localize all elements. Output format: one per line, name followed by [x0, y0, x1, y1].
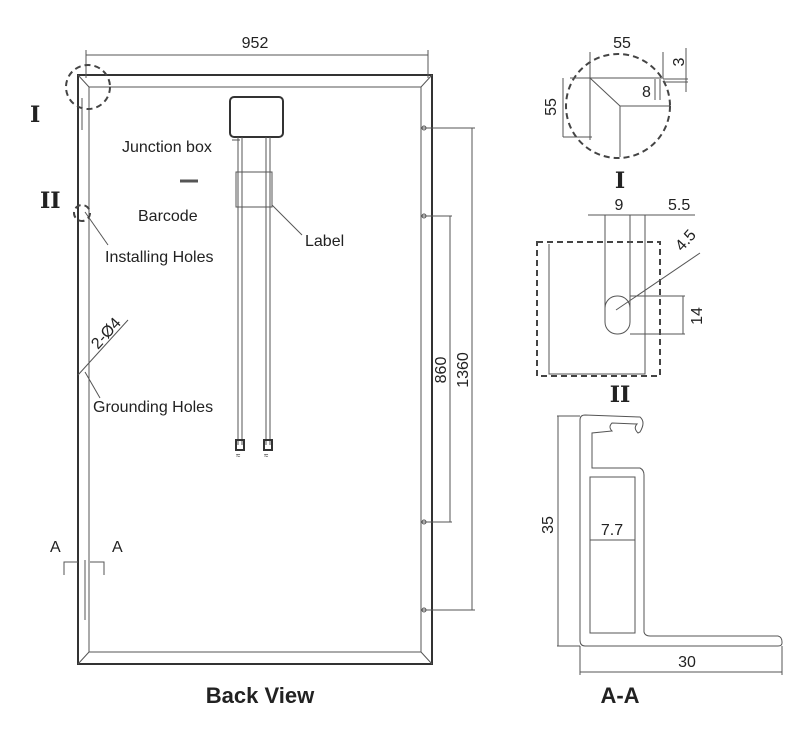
section-dim-width: 30	[678, 654, 696, 671]
section-aa-title: A-A	[600, 683, 639, 708]
back-view-title: Back View	[206, 683, 315, 708]
mounting-hole-dimensions: 860 1360	[421, 125, 475, 613]
panel-inner-frame	[88, 86, 422, 653]
detail-i-circle	[65, 64, 111, 110]
detail-i-title: I	[615, 168, 625, 194]
grounding-holes-label: Grounding Holes	[93, 399, 213, 416]
dim-1360-text: 1360	[455, 352, 472, 388]
section-a-left: A	[50, 539, 61, 556]
junction-box	[229, 96, 284, 138]
detail-i: 55 55 3 8 I	[543, 35, 688, 194]
barcode-label: Barcode	[138, 208, 198, 225]
back-view: 952 860 1360 ≈≈	[30, 35, 475, 708]
detail-ii-dim-14: 14	[689, 307, 706, 325]
cables: ≈≈	[235, 137, 273, 460]
frame-profile	[579, 414, 783, 647]
svg-text:≈: ≈	[264, 451, 269, 460]
detail-ii-circle	[73, 204, 91, 222]
section-a-right: A	[112, 539, 123, 556]
cable-label	[235, 171, 273, 208]
svg-text:≈: ≈	[236, 451, 241, 460]
width-dim-text: 952	[242, 35, 269, 52]
detail-i-dim-left: 55	[543, 98, 560, 116]
dim-860-text: 860	[433, 357, 450, 384]
label-label: Label	[305, 233, 344, 250]
section-a-markers: A A	[50, 539, 123, 620]
panel-outer-frame	[77, 74, 433, 665]
section-dim-height: 35	[540, 516, 557, 534]
detail-i-dim-3: 3	[671, 57, 688, 66]
width-dimension: 952	[85, 35, 429, 78]
detail-ii: 9 5.5 4.5 14 II	[536, 197, 706, 408]
section-dim-inner: 7.7	[601, 522, 623, 539]
detail-i-marker: I	[30, 102, 40, 128]
junction-box-label: Junction box	[122, 139, 212, 156]
detail-i-dim-top: 55	[613, 35, 631, 52]
installing-hole-slot	[604, 295, 631, 335]
detail-i-dim-8: 8	[642, 84, 651, 101]
detail-ii-dim-5-5: 5.5	[668, 197, 690, 214]
detail-ii-dim-4-5: 4.5	[672, 227, 700, 255]
detail-ii-dim-9: 9	[615, 197, 624, 214]
detail-ii-title: II	[610, 382, 631, 408]
installing-holes-label: Installing Holes	[105, 249, 214, 266]
hole-spec-label: 2-Ø4	[88, 315, 125, 353]
section-aa: 35 7.7 30 A-A	[540, 414, 783, 708]
detail-ii-marker: II	[40, 188, 61, 214]
